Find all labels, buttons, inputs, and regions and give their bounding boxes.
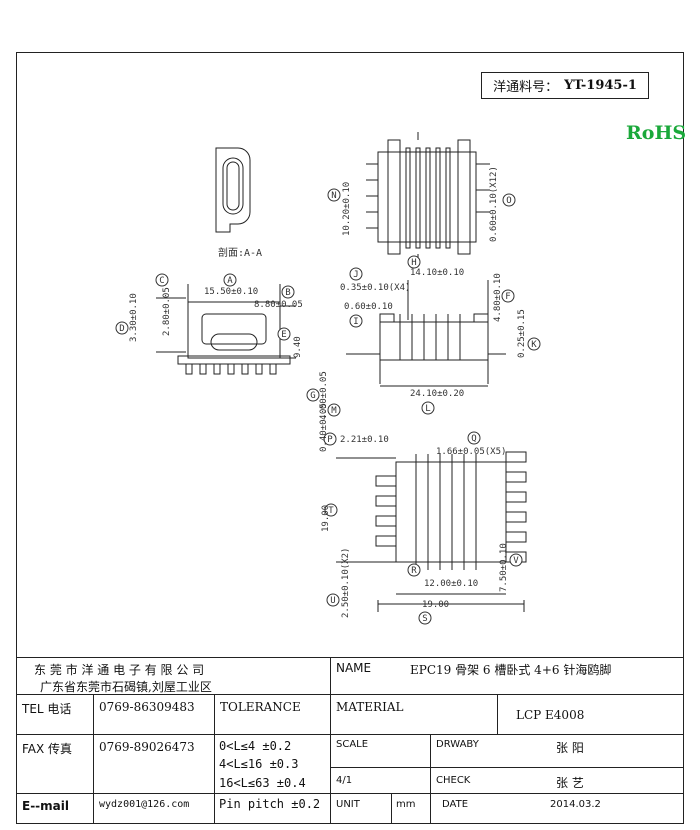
svg-text:0.60±0.10: 0.60±0.10 — [344, 302, 393, 312]
part-number-box: 洋通料号： YT-1945-1 — [481, 72, 649, 99]
svg-text:S: S — [422, 614, 427, 624]
svg-text:2.80±0.05: 2.80±0.05 — [162, 287, 172, 336]
svg-text:N: N — [331, 191, 336, 201]
tolerance-label: TOLERANCE — [220, 700, 301, 714]
svg-text:M: M — [331, 406, 337, 416]
svg-text:12.00±0.10: 12.00±0.10 — [424, 579, 478, 589]
svg-text:P: P — [327, 435, 333, 445]
side-view — [156, 284, 296, 375]
svg-text:V: V — [513, 556, 519, 566]
svg-text:19.00: 19.00 — [422, 600, 449, 610]
part-number: YT-1945-1 — [564, 78, 637, 93]
material-label: MATERIAL — [336, 700, 404, 714]
svg-text:4.00±0.05: 4.00±0.05 — [319, 371, 329, 420]
date-value: 2014.03.2 — [550, 799, 601, 810]
svg-text:C: C — [159, 276, 164, 286]
unit-label: UNIT — [336, 799, 360, 810]
svg-text:J: J — [353, 270, 358, 280]
svg-text:I: I — [353, 317, 358, 327]
svg-text:1.66±0.05(X5): 1.66±0.05(X5) — [436, 447, 506, 457]
unit-value: mm — [396, 799, 416, 810]
svg-text:K: K — [531, 340, 537, 350]
svg-text:U: U — [330, 596, 335, 606]
tolerance-pin-pitch: Pin pitch ±0.2 — [219, 797, 321, 811]
part-name: EPC19 骨架 6 槽卧式 4+6 针海鸥脚 — [410, 663, 612, 677]
bottom-view — [336, 451, 527, 612]
check-label: CHECK — [436, 775, 471, 786]
technical-drawing: N O C A B D E J H I F K G M L P Q R S T … — [115, 132, 541, 625]
svg-text:24.10±0.20: 24.10±0.20 — [410, 389, 464, 399]
tel-value: 0769-86309483 — [99, 700, 195, 714]
svg-text:T: T — [328, 506, 334, 516]
drawn-by-label: DRWABY — [436, 739, 479, 750]
date-label: DATE — [442, 799, 469, 810]
svg-text:B: B — [285, 288, 290, 298]
svg-text:Q: Q — [471, 434, 476, 444]
tel-label: TEL 电话 — [22, 702, 72, 716]
name-label: NAME — [336, 661, 372, 675]
material-value: LCP E4008 — [516, 708, 585, 722]
tolerance-range-3: 16<L≤63 ±0.4 — [219, 776, 306, 790]
svg-text:4.80±0.10: 4.80±0.10 — [493, 273, 503, 322]
scale-value: 4/1 — [336, 775, 353, 786]
svg-text:0.35±0.10(X4): 0.35±0.10(X4) — [340, 283, 410, 293]
svg-text:3.30±0.10: 3.30±0.10 — [129, 293, 139, 342]
svg-text:19.00: 19.00 — [321, 505, 331, 532]
svg-text:10.20±0.10: 10.20±0.10 — [342, 182, 352, 236]
check-value: 张 艺 — [556, 776, 584, 790]
fax-value: 0769-89026473 — [99, 740, 195, 754]
svg-text:A: A — [227, 276, 233, 286]
rohs-mark: RoHS — [626, 122, 687, 144]
svg-text:9.40: 9.40 — [293, 336, 303, 358]
svg-text:H: H — [411, 258, 416, 268]
tolerance-range-1: 0<L≤4 ±0.2 — [219, 739, 292, 753]
svg-text:14.10±0.10: 14.10±0.10 — [410, 268, 464, 278]
svg-text:0.40±0.05: 0.40±0.05 — [319, 403, 329, 452]
part-number-label: 洋通料号： — [493, 80, 559, 95]
company-address: 广东省东莞市石碣镇,刘屋工业区 — [40, 680, 212, 694]
svg-text:L: L — [425, 404, 430, 414]
svg-text:G: G — [310, 391, 315, 401]
svg-text:2.50±0.10(X2): 2.50±0.10(X2) — [341, 548, 351, 618]
svg-text:0.25±0.15: 0.25±0.15 — [517, 309, 527, 358]
email-value: wydz001@126.com — [99, 799, 190, 810]
section-label: 剖面:A-A — [218, 246, 262, 259]
svg-text:0.60±0.10(X12): 0.60±0.10(X12) — [489, 166, 499, 242]
svg-text:D: D — [119, 324, 124, 334]
drawing-frame — [16, 52, 684, 824]
drawn-by-value: 张 阳 — [556, 741, 584, 755]
section-view — [215, 147, 251, 233]
svg-text:7.50±0.10: 7.50±0.10 — [499, 543, 509, 592]
email-label: E--mail — [22, 799, 69, 813]
svg-text:15.50±0.10: 15.50±0.10 — [204, 287, 258, 297]
top-view — [366, 132, 490, 264]
front-view — [346, 280, 506, 387]
scale-label: SCALE — [336, 739, 369, 750]
svg-text:F: F — [505, 292, 510, 302]
svg-text:8.80±0.05: 8.80±0.05 — [254, 300, 303, 310]
fax-label: FAX 传真 — [22, 742, 73, 756]
svg-text:2.21±0.10: 2.21±0.10 — [340, 435, 389, 445]
tolerance-range-2: 4<L≤16 ±0.3 — [219, 757, 299, 771]
svg-text:O: O — [506, 196, 511, 206]
company-name: 东 莞 市 洋 通 电 子 有 限 公 司 — [34, 663, 205, 677]
svg-text:E: E — [281, 330, 286, 340]
svg-text:R: R — [411, 566, 417, 576]
